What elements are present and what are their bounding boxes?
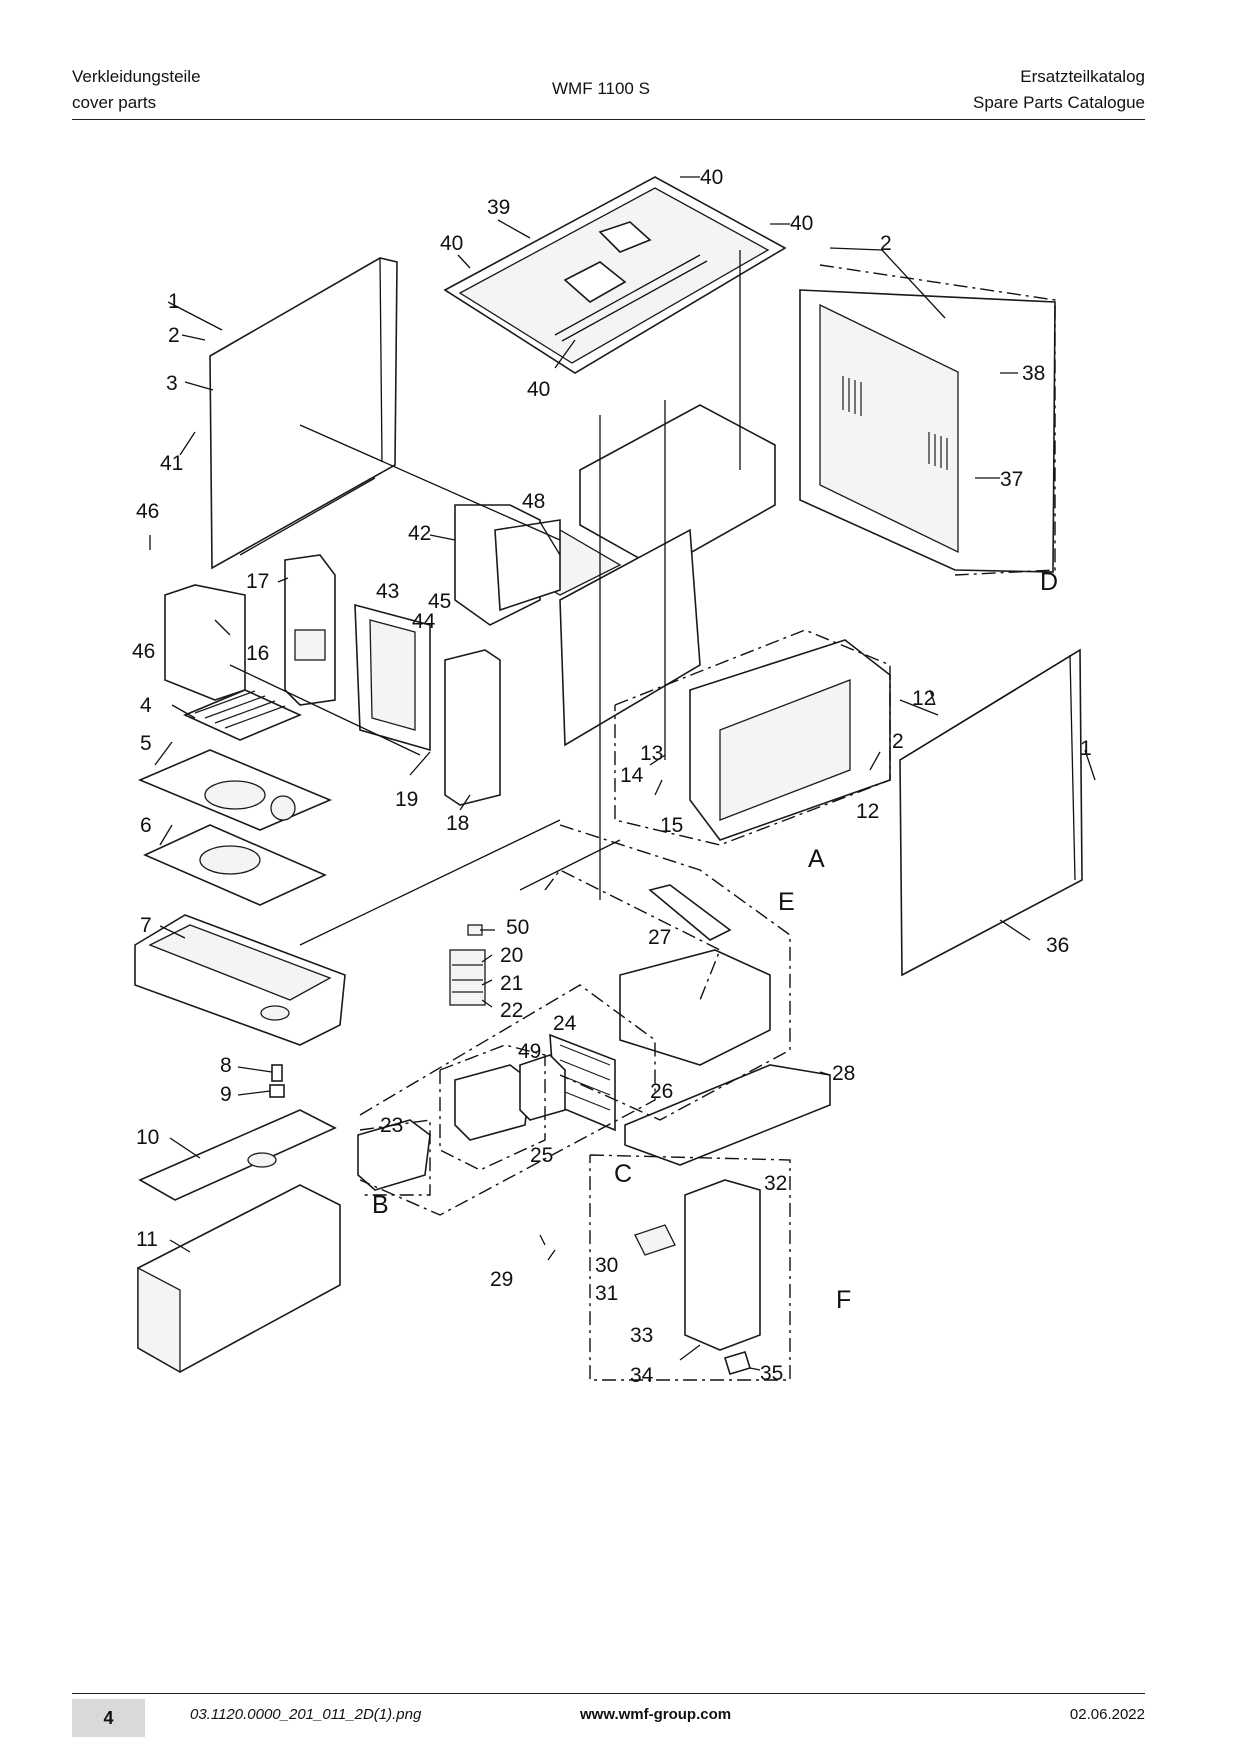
- callout-50: 50: [506, 916, 529, 939]
- callout-4: 4: [140, 694, 152, 717]
- callout-14: 14: [620, 764, 644, 787]
- callout-labels: 1 1 2 2 2 3 4 5 6 7 8 9 10 11 12 12 13 1…: [132, 166, 1092, 1387]
- catalogue-title-en: Spare Parts Catalogue: [973, 93, 1145, 112]
- callout-34: 34: [630, 1364, 654, 1387]
- callout-1: 1: [168, 290, 180, 313]
- callout-39: 39: [487, 196, 510, 219]
- callout-10: 10: [136, 1126, 159, 1149]
- callout-19: 19: [395, 788, 418, 811]
- callout-6: 6: [140, 814, 152, 837]
- group-labels: A B C D E F: [372, 568, 1058, 1314]
- group-label-d: D: [1040, 568, 1058, 596]
- group-outlines: [359, 264, 1056, 1381]
- header-rule: [72, 119, 1145, 120]
- callout-46: 46: [132, 640, 155, 663]
- callout-12: 12: [856, 800, 879, 823]
- callout-41: 41: [160, 452, 183, 475]
- callout-24: 24: [553, 1012, 577, 1035]
- callout-18: 18: [446, 812, 469, 835]
- group-label-c: C: [614, 1160, 632, 1188]
- callout-33: 33: [630, 1324, 653, 1347]
- callout-46: 46: [136, 500, 159, 523]
- callout-22: 22: [500, 999, 523, 1022]
- callout-16: 16: [246, 642, 269, 665]
- leader-lines: [149, 176, 1096, 1371]
- section-title-en: cover parts: [72, 93, 157, 112]
- callout-45: 45: [428, 590, 451, 613]
- header-right: Ersatzteilkatalog Spare Parts Catalogue: [973, 64, 1145, 116]
- callout-8: 8: [220, 1054, 232, 1077]
- callout-29: 29: [490, 1268, 513, 1291]
- callout-49: 49: [518, 1040, 541, 1063]
- group-label-e: E: [778, 888, 795, 916]
- callout-17: 17: [246, 570, 269, 593]
- callout-27: 27: [648, 926, 671, 949]
- group-label-f: F: [836, 1286, 851, 1314]
- website-url[interactable]: www.wmf-group.com: [580, 1706, 732, 1723]
- callout-43: 43: [376, 580, 399, 603]
- page-number: 4: [72, 1699, 145, 1737]
- callout-5: 5: [140, 732, 152, 755]
- group-label-b: B: [372, 1191, 389, 1219]
- callout-40: 40: [790, 212, 813, 235]
- callout-35: 35: [760, 1362, 783, 1385]
- callout-40: 40: [440, 232, 463, 255]
- callout-7: 7: [140, 914, 152, 937]
- callout-12: 12: [912, 687, 935, 710]
- callout-25: 25: [530, 1144, 553, 1167]
- callout-23: 23: [380, 1114, 403, 1137]
- callout-20: 20: [500, 944, 523, 967]
- callout-38: 38: [1022, 362, 1045, 385]
- callout-42: 42: [408, 522, 431, 545]
- callout-2: 2: [892, 730, 904, 753]
- callout-11: 11: [136, 1228, 158, 1251]
- parts-drawing: [134, 176, 1083, 1375]
- callout-44: 44: [412, 610, 436, 633]
- callout-13: 13: [640, 742, 663, 765]
- footer-rule: [72, 1693, 1145, 1694]
- callout-36: 36: [1046, 934, 1069, 957]
- model-name: WMF 1100 S: [552, 79, 650, 98]
- section-title-de: Verkleidungsteile: [72, 67, 201, 86]
- group-label-a: A: [808, 845, 825, 873]
- callout-48: 48: [522, 490, 545, 513]
- callout-26: 26: [650, 1080, 673, 1103]
- callout-15: 15: [660, 814, 683, 837]
- callout-40: 40: [700, 166, 723, 189]
- callout-21: 21: [500, 972, 523, 995]
- callout-37: 37: [1000, 468, 1023, 491]
- callout-32: 32: [764, 1172, 787, 1195]
- callout-30: 30: [595, 1254, 618, 1277]
- catalogue-title-de: Ersatzteilkatalog: [1020, 67, 1145, 86]
- callout-40: 40: [527, 378, 550, 401]
- callout-28: 28: [832, 1062, 855, 1085]
- callout-3: 3: [166, 372, 178, 395]
- callout-2: 2: [880, 232, 892, 255]
- callout-31: 31: [595, 1282, 618, 1305]
- header-left: Verkleidungsteile cover parts: [72, 64, 201, 116]
- source-filename: 03.1120.0000_201_011_2D(1).png: [190, 1706, 422, 1723]
- callout-2: 2: [168, 324, 180, 347]
- publication-date: 02.06.2022: [1069, 1706, 1145, 1723]
- callout-1: 1: [1080, 737, 1092, 760]
- callout-9: 9: [220, 1083, 232, 1106]
